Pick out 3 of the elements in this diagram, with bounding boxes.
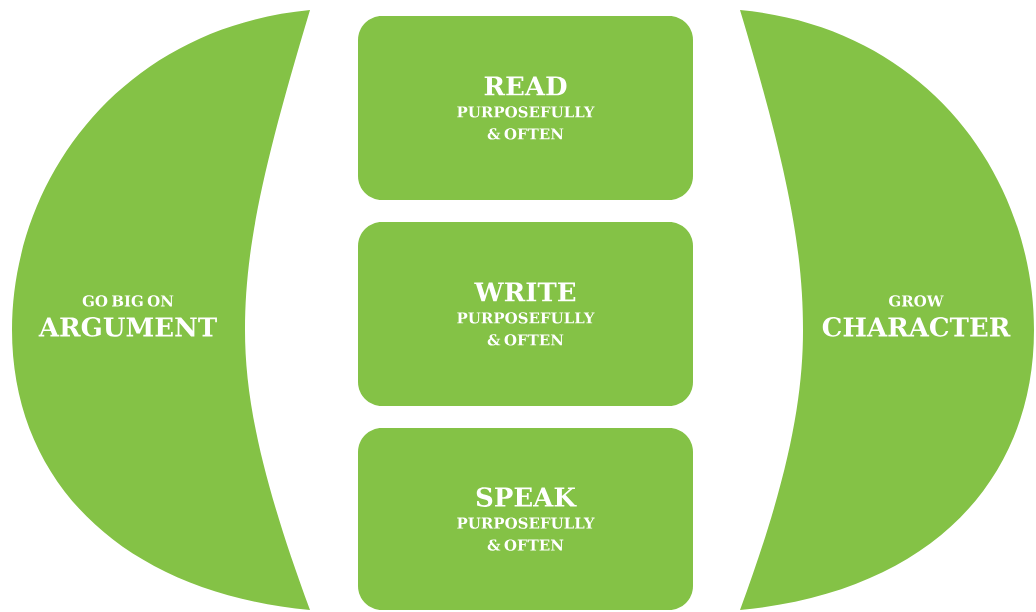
- rounded-box: WRITE PURPOSEFULLY & OFTEN: [358, 222, 693, 406]
- rounded-box: SPEAK PURPOSEFULLY & OFTEN: [358, 428, 693, 610]
- rounded-box: READ PURPOSEFULLY & OFTEN: [358, 16, 693, 200]
